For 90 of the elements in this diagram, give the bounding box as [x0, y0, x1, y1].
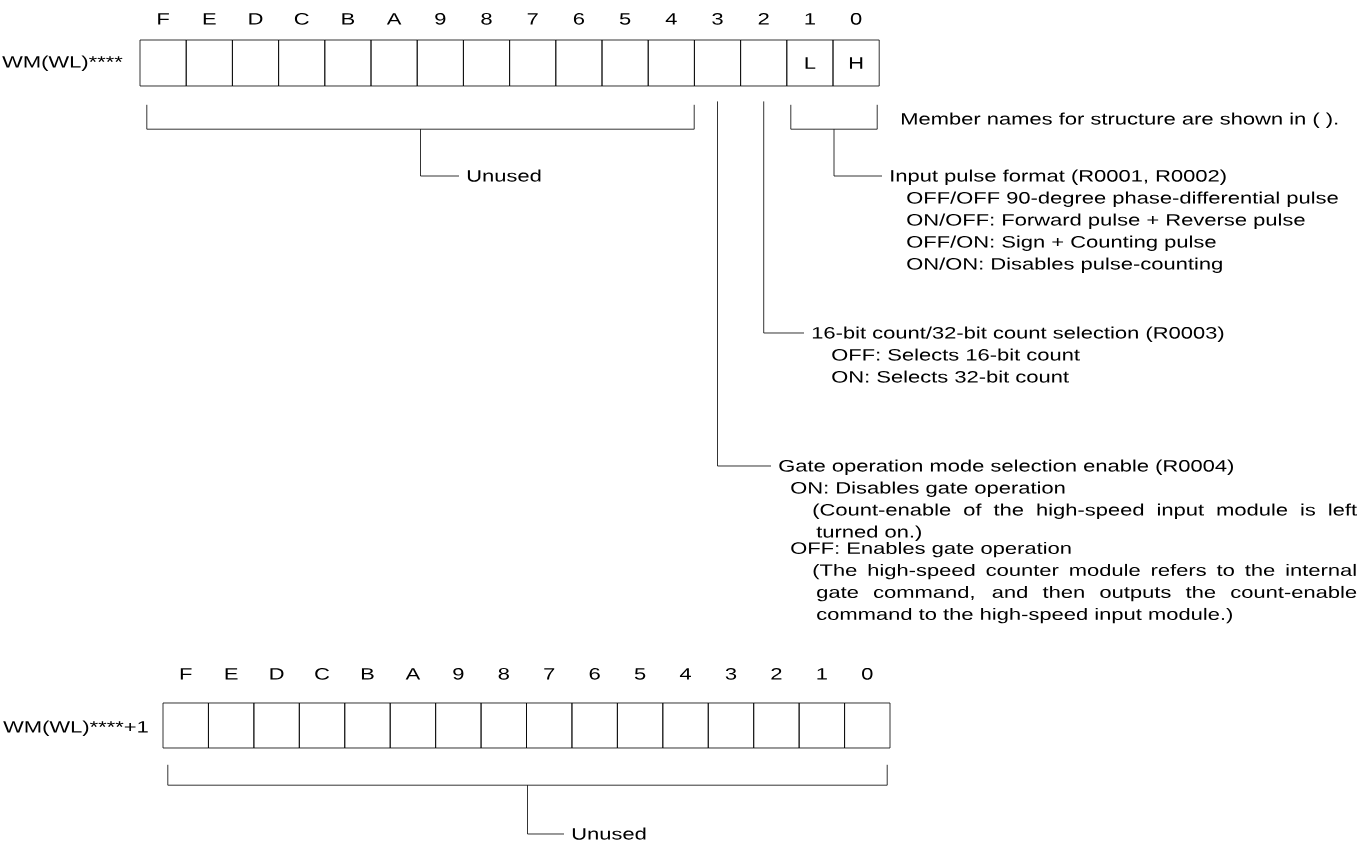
register-cell	[707, 702, 755, 749]
bit-number: 1	[817, 668, 827, 680]
register-cell	[601, 39, 649, 87]
bit-number: E	[225, 668, 238, 680]
description-heading: Input pulse format (R0001, R0002)	[891, 169, 1226, 185]
bit-number: 5	[619, 13, 631, 25]
bit-number: A	[405, 668, 421, 680]
bit-number: D	[249, 13, 263, 25]
bit-number: 1	[805, 13, 815, 25]
register-cell	[798, 702, 845, 749]
bit-number: 7	[544, 668, 555, 680]
register-cell	[324, 39, 372, 87]
leader-line	[717, 101, 772, 467]
bit-number: 6	[573, 12, 585, 25]
register-cell	[555, 39, 603, 87]
bit-number: 4	[679, 668, 691, 680]
leader-line	[763, 101, 805, 334]
register-cell	[526, 702, 573, 749]
register-name: WM(WL)****+1	[3, 720, 148, 736]
description-text: OFF/ON: Sign + Counting pulse	[907, 235, 1216, 251]
leader-line	[420, 128, 460, 177]
bit-number: 8	[498, 667, 509, 680]
register-name: WM(WL)****	[2, 55, 123, 71]
bit-number: 2	[758, 12, 769, 25]
description-text: ON: Disables gate operation	[791, 481, 1065, 497]
description-heading: Unused	[467, 169, 541, 182]
description-text: OFF: Enables gate operation	[791, 541, 1071, 558]
description-text: ON/ON: Disables pulse-counting	[907, 257, 1222, 273]
bit-number: 3	[712, 12, 723, 25]
bit-number: 8	[481, 12, 492, 25]
description-text: OFF: Selects 16-bit count	[832, 348, 1080, 361]
bit-number: A	[386, 13, 402, 25]
description-text: (The high-speed counter module refers to the internal gate command, and then outputs the count-enable command to the high-speed input module.)	[813, 563, 1357, 624]
bit-number: C	[315, 667, 330, 680]
register-cell	[185, 39, 233, 87]
description-text: OFF/OFF 90-degree phase-differential pulse	[907, 191, 1338, 207]
register-cell	[389, 702, 437, 749]
bit-number: 7	[527, 13, 538, 25]
bit-number: D	[270, 668, 284, 680]
register-cell: H	[832, 39, 880, 87]
description-text: (Count-enable of the high-speed input module is left turned on.)	[813, 503, 1357, 541]
bit-number: F	[180, 668, 192, 680]
description-heading: 16-bit count/32-bit count selection (R0003)	[812, 326, 1224, 342]
register-cell	[571, 702, 618, 749]
bit-number: 2	[771, 667, 782, 680]
bit-number: 4	[665, 13, 677, 25]
register-cell	[416, 39, 464, 87]
register-cell	[694, 39, 741, 87]
bit-number: 9	[435, 12, 446, 25]
bracket	[790, 104, 878, 130]
register-cell	[480, 702, 527, 749]
description-heading: Gate operation mode selection enable (R0004)	[779, 459, 1233, 475]
register-cell	[844, 702, 891, 749]
bit-number: 0	[850, 12, 862, 25]
bit-number: 9	[453, 667, 464, 680]
register-cell	[753, 702, 800, 749]
description-text: ON/OFF: Forward pulse + Reverse pulse	[907, 213, 1305, 229]
leader-line	[527, 784, 565, 835]
bit-number: 0	[862, 667, 873, 680]
register-cell: L	[786, 39, 834, 87]
bit-number: C	[294, 12, 309, 25]
register-cell	[740, 39, 788, 87]
bracket	[146, 104, 695, 130]
bit-number: E	[203, 13, 216, 25]
bit-number: B	[342, 13, 355, 25]
register-cell	[435, 702, 482, 749]
bit-number: 6	[589, 667, 600, 680]
bit-number: 3	[725, 667, 737, 680]
description-heading: Unused	[572, 827, 646, 840]
register-cell	[139, 39, 187, 87]
bit-number: F	[158, 13, 169, 25]
bit-number: B	[361, 668, 374, 680]
leader-line	[833, 128, 883, 177]
register-cell	[253, 702, 300, 749]
register-cell	[463, 39, 510, 87]
register-cell	[647, 39, 695, 87]
register-cell	[298, 702, 346, 749]
register-cell	[278, 39, 326, 87]
bit-number: 5	[634, 668, 646, 680]
register-cell	[208, 702, 255, 749]
register-cell	[370, 39, 418, 87]
description-text: ON: Selects 32-bit count	[832, 370, 1069, 383]
register-cell	[509, 39, 557, 87]
register-cell	[232, 39, 279, 87]
register-cell	[662, 702, 709, 749]
register-cell	[617, 702, 664, 749]
bracket	[167, 764, 888, 786]
register-cell	[344, 702, 391, 749]
register-cell	[162, 702, 209, 749]
note-text: Member names for structure are shown in ( ).	[902, 112, 1338, 128]
